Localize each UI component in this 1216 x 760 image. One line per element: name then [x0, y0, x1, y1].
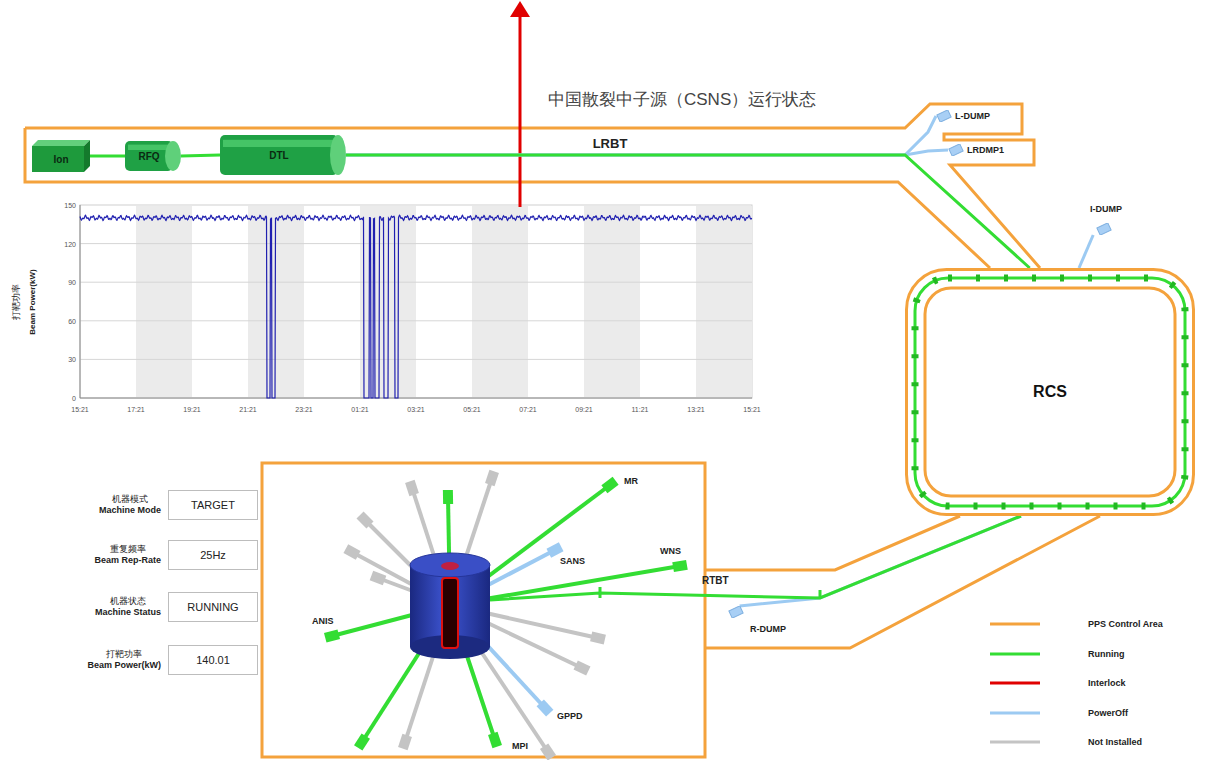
rtbt-beamline [490, 516, 1021, 600]
edge-label: LRBT [591, 136, 630, 151]
beam-transport-line [181, 155, 220, 156]
ring-label: RCS [1033, 383, 1067, 401]
instrument-name: SANS [560, 556, 585, 566]
field-value: 140.01 [196, 654, 230, 666]
beam-transport-line [90, 155, 125, 158]
field-label: 打靶功率 [87, 649, 161, 660]
x-tick: 07:21 [519, 406, 537, 413]
axis-title: 打靶功率 [10, 284, 23, 320]
legend-swatch [990, 736, 1088, 748]
x-tick: 13:21 [687, 406, 705, 413]
instrument-name: GPPD [557, 711, 583, 721]
dump-icon [1096, 223, 1112, 235]
dump-label: L-DUMP [955, 111, 990, 121]
instrument-name: WNS [660, 546, 681, 556]
field-label: 重复频率 [94, 544, 161, 555]
legend-label: Not Installed [1088, 737, 1142, 747]
beam-dump: LRDMP1 [948, 144, 1004, 156]
legend-label: PPS Control Area [1088, 619, 1163, 629]
dump-icon [948, 144, 964, 156]
y-tick: 120 [64, 240, 76, 247]
status-field: 打靶功率Beam Power(kW)140.01 [168, 645, 258, 675]
field-value: 25Hz [200, 549, 226, 561]
beam-dump: I-DUMP [1090, 204, 1122, 235]
dump-icon [936, 110, 952, 122]
line-name: RTBT [702, 575, 729, 586]
field-heading: 机器模式Machine Mode [99, 494, 161, 517]
field-label: 机器模式 [99, 494, 161, 505]
field-label: Machine Mode [99, 505, 161, 516]
legend-label: Interlock [1088, 678, 1126, 688]
field-label: Beam Rep-Rate [94, 555, 161, 566]
status-field: 机器状态Machine StatusRUNNING [168, 592, 258, 622]
red-arrow [510, 1, 530, 207]
x-tick: 11:21 [632, 406, 649, 413]
beam-transport-line [1079, 235, 1093, 268]
legend-label: PowerOff [1088, 708, 1128, 718]
beam-transport-line [740, 516, 1021, 606]
x-tick: 01:21 [351, 406, 369, 413]
component-label: RFQ [138, 151, 167, 162]
y-tick: 30 [68, 356, 76, 363]
axis-title: Beam Power(kW) [28, 269, 37, 334]
x-tick: 21:21 [239, 406, 257, 413]
y-tick: 90 [68, 279, 76, 286]
dump-label: LRDMP1 [967, 145, 1004, 155]
x-tick: 17:21 [127, 406, 145, 413]
field-value: TARGET [191, 499, 235, 511]
status-field: 重复频率Beam Rep-Rate25Hz [168, 540, 258, 570]
field-heading: 打靶功率Beam Power(kW) [87, 649, 161, 672]
dump-label: R-DUMP [750, 624, 786, 634]
legend-swatch [990, 648, 1088, 660]
page-title: 中国散裂中子源（CSNS）运行状态 [548, 88, 816, 111]
legend-item: Interlock [990, 677, 1126, 689]
dump-icon [728, 606, 744, 618]
beam-transport-line [346, 155, 1030, 268]
y-tick: 60 [68, 317, 76, 324]
power-chart [80, 205, 752, 398]
legend-item: PPS Control Area [990, 618, 1163, 630]
x-tick: 19:21 [183, 406, 201, 413]
dump-label: I-DUMP [1090, 204, 1122, 214]
x-tick: 05:21 [463, 406, 481, 413]
rfq-section: RFQ [125, 141, 181, 171]
y-tick: 0 [72, 395, 76, 402]
x-tick: 23:21 [295, 406, 313, 413]
instrument-name: MPI [512, 741, 528, 751]
legend-swatch [990, 618, 1088, 630]
dtl-section: DTL [220, 135, 346, 175]
field-label: 机器状态 [95, 596, 161, 607]
pps-outline [25, 104, 1100, 757]
field-heading: 重复频率Beam Rep-Rate [94, 544, 161, 567]
legend-swatch [990, 707, 1088, 719]
x-tick: 09:21 [575, 406, 593, 413]
field-value: RUNNING [187, 601, 238, 613]
component-label: DTL [269, 150, 296, 161]
legend-item: PowerOff [990, 707, 1128, 719]
legend-swatch [990, 677, 1088, 689]
rcs-ring: RCS [905, 268, 1195, 516]
beam-dump: L-DUMP [936, 110, 990, 122]
status-field: 机器模式Machine ModeTARGET [168, 490, 258, 520]
legend-item: Running [990, 648, 1125, 660]
x-tick: 15:21 [71, 406, 89, 413]
beamlines [324, 470, 688, 760]
y-tick: 150 [64, 202, 76, 209]
legend-item: Not Installed [990, 736, 1142, 748]
x-tick: 03:21 [407, 406, 425, 413]
legend-label: Running [1088, 649, 1125, 659]
field-label: Machine Status [95, 607, 161, 618]
beam-dump: R-DUMP [728, 606, 786, 634]
component-label: Ion [54, 148, 69, 165]
x-tick: 15:21 [743, 406, 761, 413]
field-heading: 机器状态Machine Status [95, 596, 161, 619]
power-trace [80, 215, 752, 398]
field-label: Beam Power(kW) [87, 660, 161, 671]
instrument-name: ANIS [312, 616, 334, 626]
instrument-name: MR [624, 476, 638, 486]
beam-transport-line [346, 116, 936, 155]
target-cylinder [410, 553, 490, 659]
ion-source: Ion [32, 140, 90, 172]
